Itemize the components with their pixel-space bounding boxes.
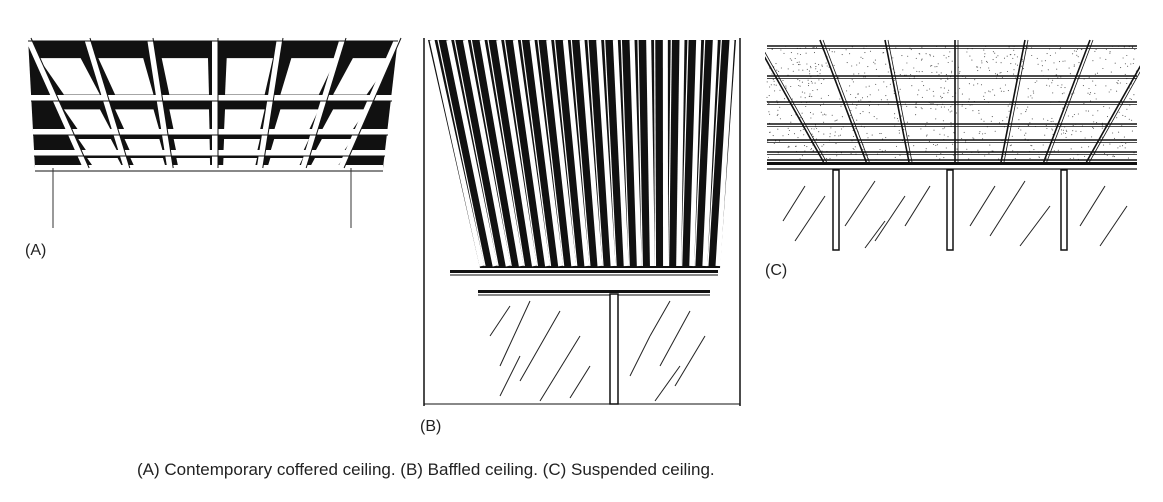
figure-caption: (A) Contemporary coffered ceiling. (B) B…	[137, 460, 715, 479]
suspended-ceiling-illustration	[765, 36, 1140, 256]
baffled-ceiling-illustration	[420, 36, 745, 411]
suspended-ceiling-drawing	[765, 39, 1140, 251]
baffled-ceiling-drawing	[423, 38, 741, 406]
coffered-ceiling-drawing	[25, 36, 402, 228]
coffered-ceiling-illustration	[25, 36, 405, 236]
panel-label-a: (A)	[25, 242, 47, 259]
panel-label-c: (C)	[765, 262, 788, 279]
panel-label-b: (B)	[420, 418, 442, 435]
